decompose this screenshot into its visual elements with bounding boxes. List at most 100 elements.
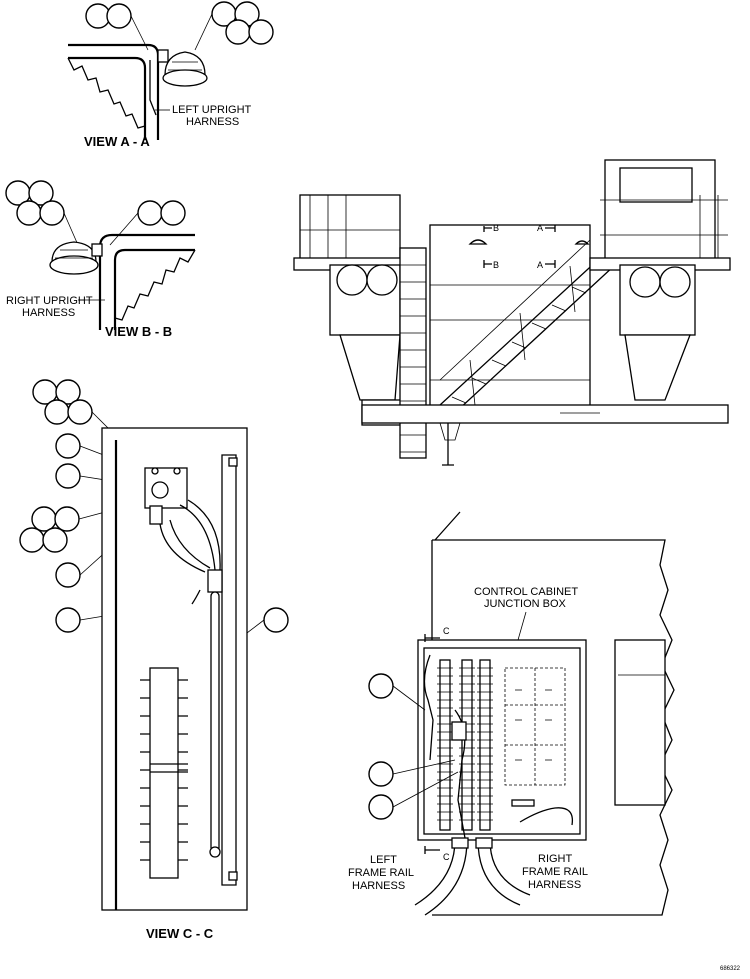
view-aa: LEFT UPRIGHT HARNESS VIEW A - A — [67, 1, 274, 149]
terminal-strip — [149, 667, 179, 879]
callout-balloon — [137, 200, 163, 226]
left-hopper — [339, 334, 401, 401]
section-c-top-label: C — [443, 626, 450, 636]
beacon-lines — [55, 249, 93, 259]
beacon-mount — [91, 243, 103, 257]
section-arrow-c-bottom — [424, 846, 440, 854]
section-b-top-label: B — [493, 223, 499, 233]
section-arrow-c-top — [424, 634, 440, 642]
leader-line — [194, 13, 213, 51]
leader-line — [109, 212, 139, 246]
terminal-bar — [150, 763, 188, 773]
callout-balloon — [39, 200, 65, 226]
section-a-bottom-label: A — [537, 260, 543, 270]
terminal-lugs — [140, 679, 188, 861]
beacon-icon — [468, 239, 488, 245]
base-detail — [439, 412, 600, 441]
handrail — [300, 195, 400, 258]
beacon-icon — [574, 240, 590, 245]
panel-edge-inner — [221, 454, 237, 886]
callout-balloon — [368, 794, 394, 820]
wire-tube — [210, 591, 220, 853]
terminal-columns — [437, 659, 493, 831]
callout-balloon — [55, 463, 81, 489]
callout-balloon — [31, 506, 57, 532]
callout-balloon — [160, 200, 186, 226]
stair-steps — [451, 286, 587, 404]
view-bb-title: VIEW B - B — [105, 324, 172, 339]
callout-balloon — [55, 562, 81, 588]
callout-balloon — [55, 433, 81, 459]
relay-box — [149, 505, 163, 525]
right-frame-rail-label-1: RIGHT — [538, 853, 573, 865]
beacon-mount — [157, 49, 169, 63]
left-upright-harness-label-2: HARNESS — [186, 116, 239, 128]
wire-harness — [149, 60, 157, 116]
upright-bracket — [98, 233, 195, 330]
junction-box-view: C C CONTROL CABINET JUNCTION BOX LEFT FR… — [348, 511, 675, 916]
base-frame — [361, 404, 729, 424]
handrail — [600, 195, 728, 260]
small-component — [511, 799, 535, 807]
leader-line — [392, 759, 456, 775]
callout-balloon — [67, 399, 93, 425]
leader-line — [392, 771, 459, 808]
junction-box-label: JUNCTION BOX — [484, 598, 567, 610]
right-cab-window — [619, 167, 693, 203]
view-bb: RIGHT UPRIGHT HARNESS VIEW B - B — [5, 180, 196, 339]
right-frame-rail-label-2: FRAME RAIL — [522, 866, 588, 878]
connector — [207, 569, 223, 593]
internal-wire — [519, 807, 574, 826]
section-arrow-a-bottom — [545, 260, 556, 268]
control-cabinet-label: CONTROL CABINET — [474, 586, 578, 598]
harness-gland — [451, 837, 469, 849]
left-upper-frame — [299, 194, 401, 261]
side-door — [614, 639, 666, 806]
callout-balloon — [16, 200, 42, 226]
right-tire — [629, 266, 661, 298]
right-frame-rail-label-3: HARNESS — [528, 879, 581, 891]
beacon-lines — [168, 61, 202, 71]
harness-clamp — [451, 721, 467, 741]
cabinet-panels — [430, 284, 590, 381]
right-upright-harness-label-2: HARNESS — [22, 307, 75, 319]
view-cc: VIEW C - C — [19, 379, 289, 941]
left-tire — [336, 264, 368, 296]
section-c-bottom-label: C — [443, 852, 450, 862]
main-machine-view: B B A A — [293, 159, 731, 466]
left-frame-rail-label-1: LEFT — [370, 854, 397, 866]
beacon-base — [49, 255, 99, 275]
section-b-bottom-label: B — [493, 260, 499, 270]
stairway — [439, 257, 616, 411]
stair-rail — [439, 239, 591, 406]
right-tire — [659, 266, 691, 298]
callout-balloon — [19, 527, 45, 553]
beacon-base — [162, 69, 208, 87]
harness-gland — [475, 837, 493, 849]
callout-balloon — [263, 607, 289, 633]
section-a-top-label: A — [537, 223, 543, 233]
left-upright-harness-label-1: LEFT UPRIGHT — [172, 104, 252, 116]
junction-box-inner — [423, 647, 581, 835]
broken-edge — [67, 57, 146, 129]
leader-line — [63, 212, 79, 246]
section-arrow-a-top — [545, 225, 556, 232]
component-marks — [515, 689, 552, 761]
callout-balloon — [248, 19, 274, 45]
switch-knob — [151, 481, 169, 499]
panel-bolt — [228, 457, 238, 467]
wire-drop — [191, 589, 201, 605]
callout-balloon — [368, 673, 394, 699]
switch-bolt — [173, 467, 181, 475]
view-cc-title: VIEW C - C — [146, 926, 214, 941]
left-frame-rail-label-3: HARNESS — [352, 880, 405, 892]
cabinet-outline — [432, 511, 675, 916]
callout-balloon — [368, 761, 394, 787]
wire-bundle — [159, 499, 221, 573]
callout-balloon — [55, 379, 81, 405]
callout-balloon — [225, 19, 251, 45]
drawing-number: 686322 — [720, 966, 741, 972]
left-frame-rail-label-2: FRAME RAIL — [348, 867, 414, 879]
leader-line — [517, 611, 527, 641]
